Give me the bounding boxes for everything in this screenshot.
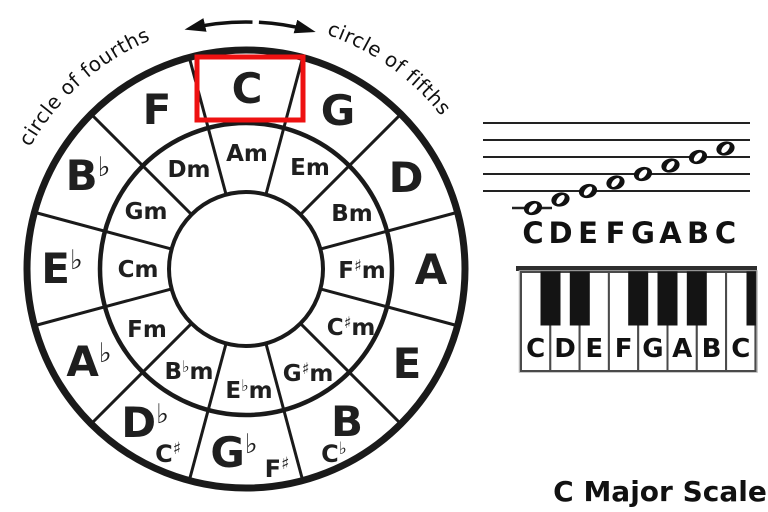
highlight-box-c: [194, 54, 306, 123]
whole-note-f4: [606, 175, 625, 190]
white-key-labels: C D E F G A B C: [526, 334, 750, 364]
enharmonic-key-Cb: C♭: [321, 439, 347, 468]
minor-key-Csm: C♯m: [327, 313, 376, 341]
black-key-Cs2-partial: [746, 271, 756, 326]
staff-notation: C D E F G A B C: [483, 122, 750, 250]
key-label: D: [554, 334, 576, 364]
minor-key-Fm: Fm: [127, 317, 167, 343]
major-key-labels: C G D A E B G♭ D♭ A♭ E♭ B♭ F: [41, 64, 447, 477]
whole-notes: [523, 141, 735, 216]
note-letter: C: [715, 216, 736, 250]
enharmonic-key-Fs: F♯: [265, 454, 290, 483]
black-key-Cs: [540, 271, 561, 326]
note-letter: E: [578, 216, 598, 250]
whole-note-b4: [688, 149, 708, 165]
key-label: B: [702, 334, 722, 364]
minor-key-labels: Am Em Bm F♯m C♯m G♯m E♭m B♭m Fm Cm Gm Dm: [118, 141, 386, 404]
whole-note-d4: [551, 192, 570, 207]
sector-dividers: [31, 54, 461, 484]
black-keys: [540, 271, 756, 326]
whole-note-e4: [578, 183, 598, 199]
minor-key-Gsm: G♯m: [283, 359, 334, 387]
key-label: E: [585, 334, 603, 364]
note-letter: C: [522, 216, 543, 250]
note-letter: A: [659, 216, 682, 250]
key-label: C: [526, 334, 545, 364]
staff-note-letters: C D E F G A B C: [522, 216, 736, 250]
note-letter: G: [631, 216, 655, 250]
inner-hole-circle: [167, 190, 325, 348]
major-key-G: G: [321, 86, 355, 135]
note-letter: B: [687, 216, 709, 250]
black-key-Fs: [628, 271, 649, 326]
minor-key-Cm: Cm: [118, 257, 159, 283]
minor-key-Dm: Dm: [167, 157, 210, 183]
whole-note-c5: [716, 141, 735, 156]
major-key-Gb: G♭: [210, 428, 257, 477]
key-label: F: [615, 334, 633, 364]
major-key-F: F: [143, 85, 172, 134]
key-label: C: [731, 334, 750, 364]
note-letter: D: [548, 216, 572, 250]
key-label: A: [672, 334, 692, 364]
major-key-D: D: [389, 153, 424, 202]
circle-of-fifths-diagram: circle of fourths circle of fifths: [13, 16, 469, 492]
minor-key-Fsm: F♯m: [338, 256, 385, 284]
whole-note-a4: [661, 158, 680, 173]
minor-key-Ebm: E♭m: [225, 376, 272, 404]
key-label: G: [642, 334, 663, 364]
note-letter: F: [606, 216, 626, 250]
black-key-Ds: [569, 271, 590, 326]
major-key-Ab: A♭: [66, 337, 111, 386]
major-key-Db: D♭: [121, 398, 169, 447]
whole-note-g4: [633, 166, 653, 182]
arrow-clockwise-icon: [258, 19, 316, 34]
major-key-C: C: [232, 64, 263, 113]
piano-keyboard: C D E F G A B C: [516, 266, 758, 373]
minor-key-Em: Em: [290, 155, 330, 181]
minor-key-Bm: Bm: [331, 201, 373, 227]
major-key-B: B: [331, 397, 363, 446]
major-key-A: A: [415, 245, 448, 294]
enharmonic-key-Cs: C♯: [155, 439, 181, 468]
arrow-counterclockwise-icon: [184, 18, 253, 32]
caption-c-major-scale: C Major Scale: [553, 475, 767, 508]
minor-key-Gm: Gm: [125, 199, 168, 225]
enharmonic-key-labels: C♭ F♯ C♯: [155, 439, 347, 483]
minor-key-Bbm: B♭m: [164, 357, 213, 385]
keyboard-top-bar: [516, 266, 757, 271]
black-key-Gs: [657, 271, 678, 326]
major-key-E: E: [393, 339, 422, 388]
minor-key-Am: Am: [226, 141, 268, 167]
whole-note-c4: [523, 200, 543, 216]
staff-lines: [483, 122, 750, 192]
major-key-Bb: B♭: [66, 151, 111, 200]
major-key-Eb: E♭: [41, 244, 82, 293]
black-key-As: [686, 271, 707, 326]
